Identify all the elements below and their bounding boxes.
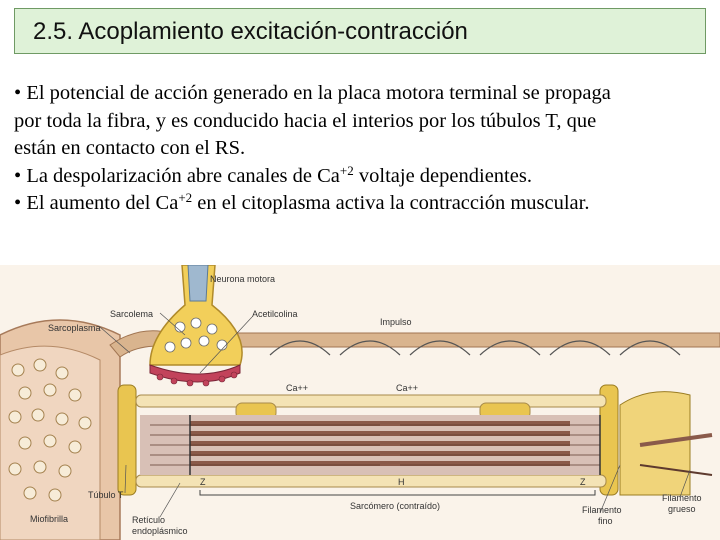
- bullet-2-text: La despolarización abre canales de Ca: [26, 164, 340, 187]
- label-thick-filament-line2: grueso: [668, 504, 696, 514]
- bullet-2: • La despolarización abre canales de Ca+…: [14, 163, 718, 191]
- label-endoplasmic: endoplásmico: [132, 526, 188, 536]
- label-t-tubule: Túbulo T: [88, 490, 124, 500]
- label-thick-filament-line1: Filamento: [662, 493, 702, 503]
- bullet-2-text-end: voltaje dependientes.: [353, 164, 532, 187]
- myofibril-cross-sections: [8, 358, 92, 502]
- bullet-marker: •: [14, 82, 22, 104]
- impulse-arrows: [269, 340, 681, 356]
- label-myofibril: Miofibrilla: [30, 514, 68, 524]
- label-impulse: Impulso: [380, 317, 412, 327]
- bullet-2-superscript: +2: [339, 162, 354, 178]
- label-thin-filament-line2: fino: [598, 516, 613, 526]
- label-thin-filament-line1: Filamento: [582, 505, 622, 515]
- label-sarcomere: Sarcómero (contraído): [350, 501, 440, 511]
- thick-filaments: [190, 421, 570, 466]
- filament-detail: [639, 433, 713, 476]
- label-motor-neuron: Neurona motora: [210, 274, 275, 284]
- bullet-1-line-1: El potencial de acción generado en la pl…: [26, 82, 611, 104]
- bullet-list: • El potencial de acción generado en la …: [14, 80, 718, 218]
- fiber-cross-section: [0, 319, 121, 540]
- synaptic-vesicles: [164, 317, 228, 353]
- sarcoplasmic-reticulum: [135, 394, 607, 488]
- bullet-marker: •: [14, 164, 22, 187]
- label-sarcolemma: Sarcolema: [110, 309, 153, 319]
- sarcomere-bracket: [199, 490, 596, 496]
- label-z-left: Z: [200, 477, 206, 487]
- label-reticulum: Retículo: [132, 515, 165, 525]
- sarcolemma: [109, 330, 720, 358]
- bullet-3-text-end: en el citoplasma activa la contracción m…: [192, 192, 590, 214]
- acetylcholine-receptors: [156, 371, 238, 387]
- bullet-marker: •: [14, 192, 22, 214]
- bullet-3-superscript: +2: [178, 190, 193, 205]
- bullet-3: • El aumento del Ca+2 en el citoplasma a…: [14, 190, 718, 218]
- motor-neuron: [149, 265, 243, 387]
- excitation-contraction-diagram: Neurona motora Sarcolema Acetilcolina Sa…: [0, 265, 720, 540]
- label-calcium-left: Ca++: [286, 383, 308, 393]
- myofibril-bands: [140, 415, 601, 475]
- title-banner: 2.5. Acoplamiento excitación-contracción: [14, 8, 706, 54]
- label-calcium-right: Ca++: [396, 383, 418, 393]
- thin-filaments: [150, 424, 600, 466]
- label-z-right: Z: [580, 477, 586, 487]
- label-sarcoplasm: Sarcoplasma: [48, 323, 101, 333]
- label-acetylcholine: Acetilcolina: [252, 309, 298, 319]
- bullet-1-line-3: están en contacto con el RS.: [14, 137, 246, 159]
- label-h-zone: H: [398, 477, 405, 487]
- bullet-3-text: El aumento del Ca: [26, 192, 179, 214]
- bullet-1-line-2: por toda la fibra, y es conducido hacia …: [14, 109, 597, 132]
- leader-lines: [99, 312, 691, 518]
- slide-title: 2.5. Acoplamiento excitación-contracción: [33, 18, 468, 45]
- bullet-1: • El potencial de acción generado en la …: [14, 80, 718, 108]
